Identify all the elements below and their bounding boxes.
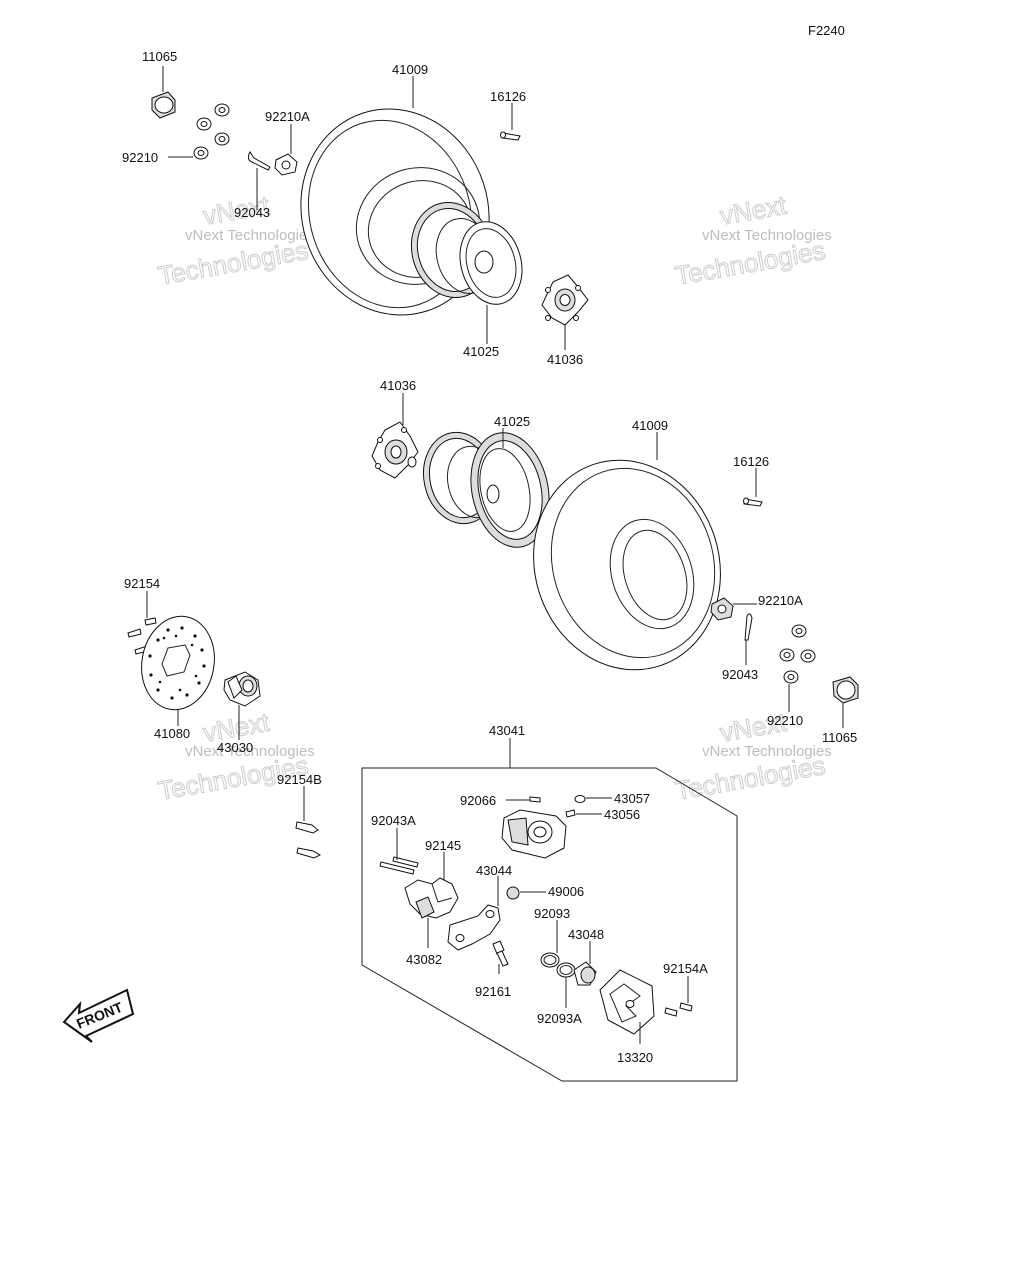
callout-41036-mid: 41036 <box>380 378 416 393</box>
part-92066-bleeder[interactable] <box>529 796 541 803</box>
front-arrow-icon: FRONT <box>62 988 135 1043</box>
part-16126-valve-mid[interactable] <box>743 497 763 507</box>
part-41036-hub-top[interactable] <box>541 274 589 326</box>
callout-43057: 43057 <box>614 791 650 806</box>
part-16126-valve-top[interactable] <box>500 131 521 141</box>
callout-92154A: 92154A <box>663 961 708 976</box>
part-92154B-bolts[interactable] <box>295 821 322 859</box>
callout-41025-mid: 41025 <box>494 414 530 429</box>
callout-11065-top: 11065 <box>142 49 177 64</box>
part-13320-holder[interactable] <box>599 969 655 1035</box>
part-49006-boot[interactable] <box>506 886 520 900</box>
svg-text:vNext Technologies: vNext Technologies <box>702 743 832 760</box>
part-92210A-nut-top[interactable] <box>274 153 298 176</box>
callout-92093A: 92093A <box>537 1011 582 1026</box>
callout-92043-mid: 92043 <box>722 667 758 682</box>
part-41025-rim-top[interactable] <box>401 193 531 311</box>
callout-41080: 41080 <box>154 726 190 741</box>
part-92210A-nut-mid[interactable] <box>710 597 734 621</box>
callout-16126-top: 16126 <box>490 89 526 104</box>
svg-text:vNext Technologies: vNext Technologies <box>185 227 315 244</box>
part-92210-nuts-mid[interactable] <box>779 624 816 684</box>
callout-92043A: 92043A <box>371 813 416 828</box>
callout-41036-top: 41036 <box>547 352 583 367</box>
part-92161-bolt[interactable] <box>492 940 509 967</box>
callout-49006: 49006 <box>548 884 584 899</box>
part-43030-caliper[interactable] <box>223 671 261 707</box>
callout-16126-mid: 16126 <box>733 454 769 469</box>
watermark-bottom-right: vNext Technologies Technologies vNext <box>672 706 832 806</box>
callout-43030: 43030 <box>217 740 253 755</box>
svg-text:vNext Technologies: vNext Technologies <box>185 743 315 760</box>
callout-92210A-mid: 92210A <box>758 593 803 608</box>
callout-43048: 43048 <box>568 927 604 942</box>
part-41009-tire-mid[interactable] <box>507 436 748 694</box>
callout-43056: 43056 <box>604 807 640 822</box>
part-41009-tire-top[interactable] <box>274 84 515 339</box>
part-11065-cap-top[interactable] <box>151 91 176 119</box>
part-92093-seal[interactable] <box>540 952 560 968</box>
callout-92093: 92093 <box>534 906 570 921</box>
watermark-top-right: vNext Technologies Technologies vNext <box>672 189 832 291</box>
part-43044-bracket[interactable] <box>447 904 501 951</box>
part-41025-rim-mid[interactable] <box>415 425 559 554</box>
part-43057-cap[interactable] <box>574 795 586 803</box>
callout-92210-mid: 92210 <box>767 713 803 728</box>
svg-text:vNext: vNext <box>718 190 789 231</box>
watermark-bottom-left: vNext Technologies Technologies vNext <box>155 706 315 806</box>
callout-43044: 43044 <box>476 863 512 878</box>
callout-92154B: 92154B <box>277 772 322 787</box>
part-41080-brake-disc[interactable] <box>134 610 221 715</box>
callout-43041: 43041 <box>489 723 525 738</box>
callout-92066: 92066 <box>460 793 496 808</box>
part-43056-screw[interactable] <box>565 809 576 818</box>
part-92043A-pins[interactable] <box>379 856 419 875</box>
callout-43082: 43082 <box>406 952 442 967</box>
callout-92161: 92161 <box>475 984 511 999</box>
part-43082-brake-pads[interactable] <box>404 877 459 919</box>
callout-92210A-top: 92210A <box>265 109 310 124</box>
callout-13320: 13320 <box>617 1050 653 1065</box>
caliper-assembly-box <box>361 767 738 1082</box>
callout-41009-mid: 41009 <box>632 418 668 433</box>
callout-92154: 92154 <box>124 576 160 591</box>
part-43048-piston[interactable] <box>573 961 597 986</box>
callout-92145: 92145 <box>425 838 461 853</box>
part-92154-bolts[interactable] <box>127 617 157 655</box>
part-92043-cotter-pin-mid[interactable] <box>744 613 753 641</box>
part-caliper-body[interactable] <box>501 809 567 859</box>
callout-92210-top: 92210 <box>122 150 158 165</box>
svg-text:vNext Technologies: vNext Technologies <box>702 227 832 244</box>
part-11065-cap-mid[interactable] <box>832 676 859 704</box>
callout-11065-mid: 11065 <box>822 730 857 745</box>
figure-code: F2240 <box>808 23 845 38</box>
part-92093A-seal[interactable] <box>556 962 576 978</box>
part-41036-hub-mid[interactable] <box>371 421 419 479</box>
callout-41009-top: 41009 <box>392 62 428 77</box>
callout-92043-top: 92043 <box>234 205 270 220</box>
callout-41025-top: 41025 <box>463 344 499 359</box>
part-92154A-bolts[interactable] <box>664 1002 693 1017</box>
part-92043-cotter-pin-top[interactable] <box>247 151 271 171</box>
part-92210-nuts-top[interactable] <box>193 103 230 160</box>
